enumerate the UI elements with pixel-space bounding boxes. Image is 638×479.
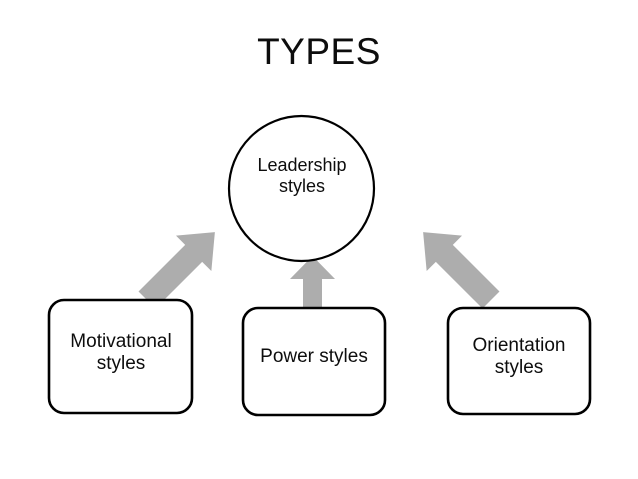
slide-title: TYPES <box>257 31 381 72</box>
center-node-leadership-styles[interactable] <box>227 114 376 263</box>
arrow-motivational-to-leadership <box>138 232 215 309</box>
arrow-orientation-to-leadership <box>423 232 500 309</box>
arrow-power-to-leadership <box>290 256 335 315</box>
source-node-power-styles[interactable] <box>241 306 387 417</box>
source-node-motivational-styles[interactable] <box>47 298 194 415</box>
source-node-orientation-styles[interactable] <box>446 306 592 416</box>
